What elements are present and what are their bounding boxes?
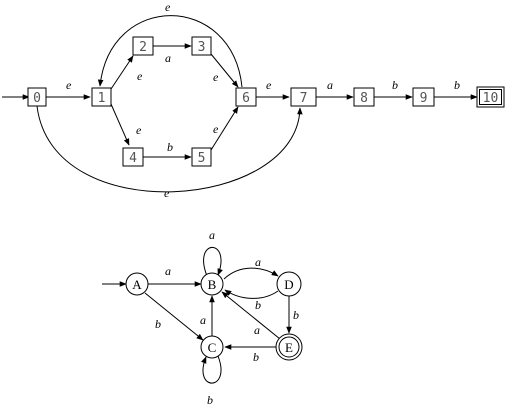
nfa-edge-0-7-skip	[36, 105, 303, 193]
dfa-edge-B-loop	[203, 247, 223, 277]
nfa-state-0-box	[27, 87, 47, 107]
dfa-state-C-circle	[200, 335, 224, 359]
dfa-label-A-C: b	[155, 317, 161, 331]
nfa-label-1-4: e	[136, 123, 142, 137]
dfa-state-D-circle	[276, 271, 302, 297]
nfa-label-3-6: e	[213, 70, 219, 84]
nfa-state-2-box	[132, 36, 154, 56]
nfa-label-9-10: b	[454, 78, 460, 92]
nfa-state-4-box	[122, 147, 144, 167]
nfa-label-0-1: e	[66, 78, 72, 92]
dfa-state-B-label: B	[208, 277, 217, 292]
nfa-label-6-1-loop: e	[165, 0, 171, 14]
nfa-edge-6-1-loop	[97, 15, 243, 88]
nfa-state-0-label: 0	[33, 91, 41, 106]
dfa-state-A-label: A	[132, 277, 142, 292]
dfa-label-A-B: a	[165, 264, 171, 278]
nfa-state-1-box	[91, 87, 112, 107]
dfa-edge-B-D	[223, 267, 279, 280]
nfa-edge-3-6	[210, 53, 239, 88]
nfa-edge-1-2	[110, 55, 134, 90]
nfa-diagram: 0 1 2 3 4 5 6 7 8 9 10 e e e a b e e e e…	[2, 0, 505, 200]
nfa-state-7-box	[290, 87, 317, 107]
nfa-state-5-box	[191, 147, 212, 167]
dfa-label-C-loop: b	[207, 393, 213, 407]
nfa-state-8-label: 8	[360, 91, 368, 106]
dfa-diagram: A B C D E a b a a b a b a b b	[102, 228, 303, 407]
nfa-state-6-box	[235, 87, 257, 107]
nfa-state-5-label: 5	[198, 151, 206, 166]
nfa-state-9-label: 9	[420, 91, 428, 106]
nfa-state-2-label: 2	[139, 40, 147, 55]
dfa-state-E-label: E	[285, 340, 293, 355]
dfa-state-D-label: D	[284, 277, 293, 292]
dfa-label-B-D: b	[255, 298, 261, 312]
nfa-label-2-3: a	[165, 51, 171, 65]
dfa-label-B-loop: a	[209, 228, 215, 242]
nfa-state-10-label: 10	[483, 91, 499, 106]
dfa-label-E-B: a	[254, 323, 260, 337]
nfa-state-6-label: 6	[242, 91, 250, 106]
nfa-state-8-box	[353, 87, 375, 107]
dfa-state-C-label: C	[208, 340, 217, 355]
nfa-label-4-5: b	[167, 140, 173, 154]
nfa-state-4-label: 4	[129, 151, 137, 166]
nfa-state-3-box	[191, 36, 212, 56]
dfa-edge-A-C	[144, 292, 204, 341]
dfa-label-E-C: b	[253, 350, 259, 364]
nfa-label-1-2: e	[137, 69, 143, 83]
dfa-edge-C-loop	[201, 355, 222, 384]
dfa-edge-D-B	[224, 289, 279, 299]
nfa-label-7-8: a	[327, 78, 333, 92]
nfa-edge-5-6	[210, 106, 239, 151]
nfa-state-3-label: 3	[198, 40, 206, 55]
nfa-state-1-label: 1	[98, 91, 106, 106]
dfa-state-B-circle	[200, 272, 224, 296]
dfa-edge-E-B	[221, 291, 281, 340]
nfa-label-5-6: e	[213, 122, 219, 136]
nfa-state-9-box	[412, 87, 435, 107]
dfa-label-D-E: b	[293, 308, 299, 322]
nfa-label-0-7-skip: e	[164, 186, 170, 200]
dfa-label-D-B: a	[255, 255, 261, 269]
nfa-state-7-label: 7	[300, 91, 308, 106]
dfa-label-C-B: a	[200, 313, 206, 327]
nfa-edge-1-4	[110, 103, 130, 146]
nfa-label-8-9: b	[392, 78, 398, 92]
dfa-state-E-inner-circle	[278, 336, 300, 358]
nfa-state-10-inner-box	[479, 89, 502, 105]
nfa-label-6-7: e	[266, 78, 272, 92]
dfa-state-A-circle	[125, 272, 149, 296]
